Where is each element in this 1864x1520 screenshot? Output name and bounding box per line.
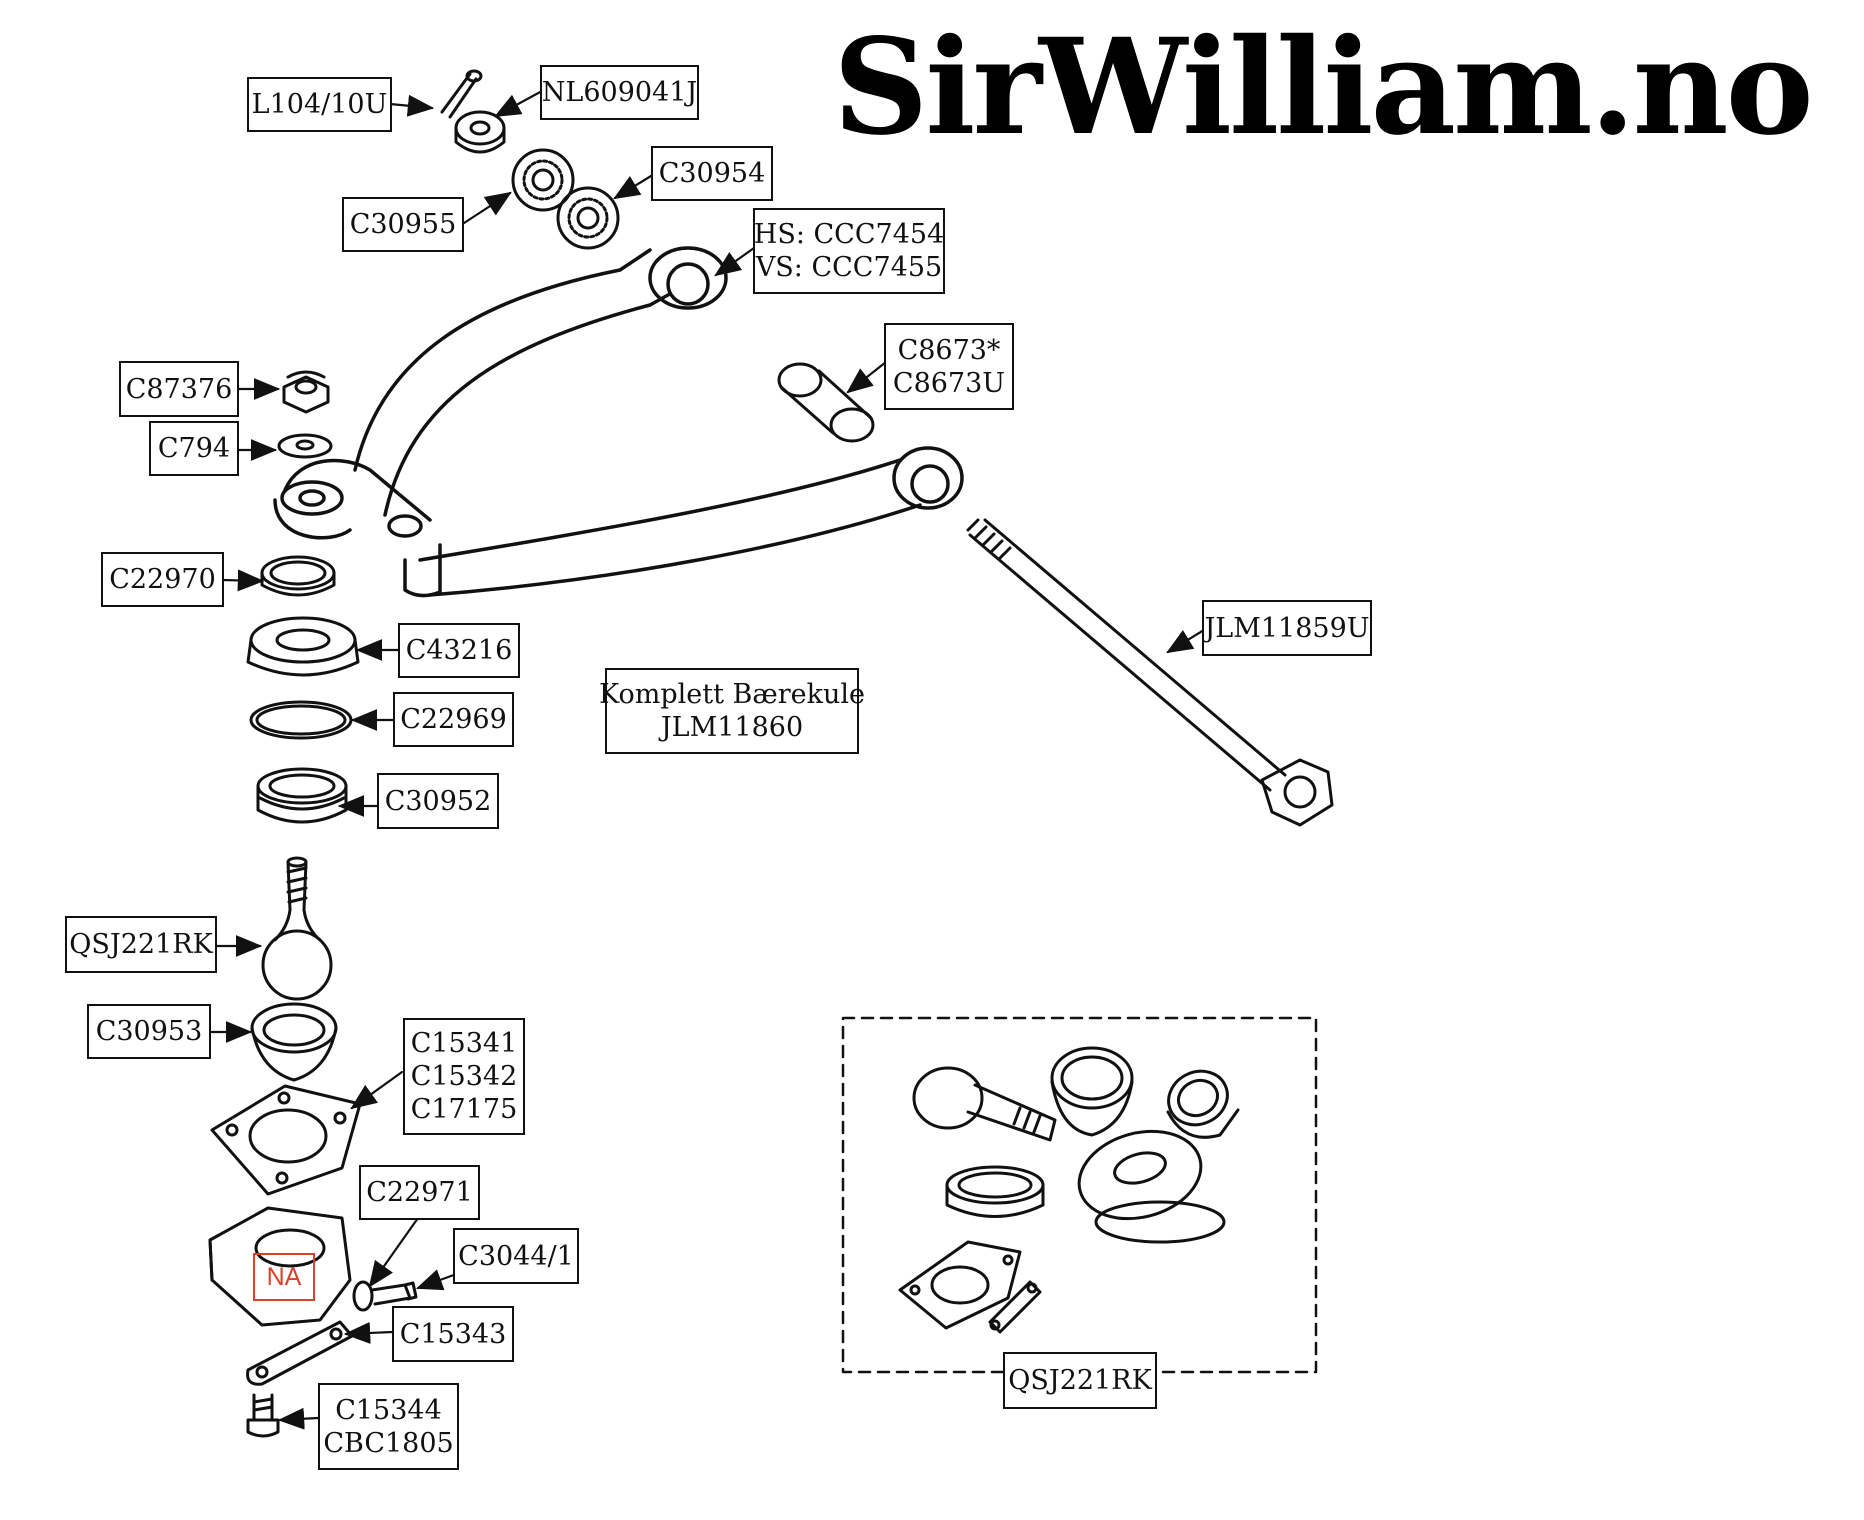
part-label-jlm11859u[interactable]: JLM11859U: [1202, 600, 1372, 656]
bolt-icon: [246, 1393, 280, 1438]
part-label-c8673[interactable]: C8673*C8673U: [884, 323, 1014, 410]
kit-seat-icon: [1166, 1069, 1240, 1139]
castle-nut-icon: [454, 110, 506, 154]
kit-tab-icon: [988, 1280, 1042, 1334]
kit-ring-icon: [945, 1165, 1045, 1218]
split-pin-icon: [440, 69, 483, 119]
part-label-c22971[interactable]: C22971: [359, 1165, 480, 1220]
lock-nut-icon: [282, 370, 330, 414]
washer-c30955-icon: [511, 148, 575, 212]
part-label-nl609041j[interactable]: NL609041J: [540, 65, 699, 120]
part-label-kit-qsj221rk[interactable]: QSJ221RK: [1003, 1352, 1157, 1409]
part-label-c43216[interactable]: C43216: [398, 623, 520, 678]
logo: SirWilliam.no: [833, 10, 1814, 165]
ball-pin-icon: [261, 856, 333, 1001]
shim-plate-icon: [210, 1084, 362, 1196]
part-label-c30955[interactable]: C30955: [342, 197, 464, 252]
ball-cup-icon: [250, 1002, 338, 1082]
part-label-c30953[interactable]: C30953: [87, 1004, 211, 1059]
kit-inset-frame: [841, 1016, 1318, 1374]
part-label-c3044-1[interactable]: C3044/1: [453, 1228, 579, 1284]
part-label-c15343[interactable]: C15343: [392, 1306, 514, 1362]
washer-c30954-icon: [556, 186, 620, 250]
seal-ring-icon: [260, 555, 336, 597]
kit-housing-icon: [1077, 1129, 1226, 1244]
kit-shim-icon: [898, 1240, 1022, 1330]
part-label-c30954[interactable]: C30954: [651, 146, 773, 201]
part-label-qsj221rk[interactable]: QSJ221RK: [65, 916, 217, 973]
bush-icon: [777, 362, 875, 443]
kit-ball-pin-icon: [912, 1066, 1057, 1142]
part-label-c794[interactable]: C794: [149, 421, 239, 476]
kit-cup-icon: [1050, 1046, 1134, 1137]
part-label-c22969[interactable]: C22969: [393, 692, 514, 747]
part-label-c22970[interactable]: C22970: [101, 552, 224, 607]
not-available-marker: NA: [253, 1253, 315, 1301]
pivot-shaft-icon: [966, 518, 1334, 827]
leader-arrows: [208, 89, 1206, 1430]
flat-washer-icon: [277, 433, 333, 459]
part-label-c87376[interactable]: C87376: [119, 361, 239, 417]
ball-housing-icon: [246, 616, 360, 677]
part-label-l104-10u[interactable]: L104/10U: [247, 77, 392, 132]
ball-seat-icon: [256, 767, 348, 824]
o-ring-icon: [249, 700, 353, 740]
socket-cap-icon: [208, 1206, 352, 1327]
lock-tab-icon: [246, 1320, 354, 1386]
wishbone-arm-icon: [273, 246, 964, 598]
part-label-c30952[interactable]: C30952: [377, 773, 499, 829]
